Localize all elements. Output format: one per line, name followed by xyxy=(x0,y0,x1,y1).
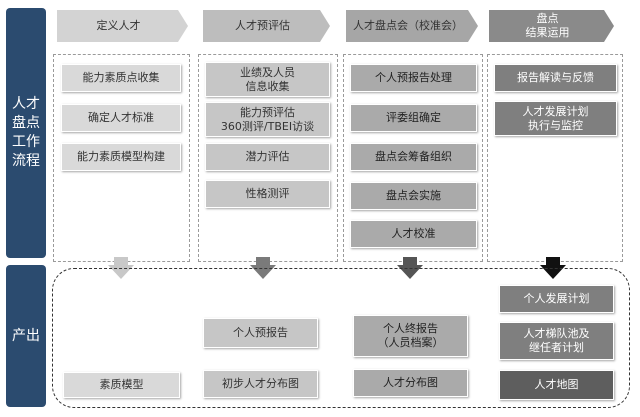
step-box: 人才校准 xyxy=(350,220,477,248)
output-box: 人才梯队池及 继任者计划 xyxy=(499,322,614,360)
output-box: 个人终报告 （人员档案） xyxy=(353,315,468,357)
step-box: 能力素质点收集 xyxy=(61,64,181,92)
step-box: 性格测评 xyxy=(205,180,330,208)
process-label: 人才盘点工作流程 xyxy=(6,8,46,258)
output-box: 素质模型 xyxy=(63,372,180,398)
output-box: 人才分布图 xyxy=(353,369,468,397)
step-box: 人才发展计划 执行与监控 xyxy=(494,101,617,136)
phase-4-label: 盘点 结果运用 xyxy=(525,12,570,39)
phase-1-chevron xyxy=(57,10,188,42)
output-label: 产出 xyxy=(6,265,46,407)
phase-3-label: 人才盘点会（校准会） xyxy=(353,19,463,32)
step-box: 潜力评估 xyxy=(205,143,330,171)
output-box: 初步人才分布图 xyxy=(203,370,318,398)
output-box: 人才地图 xyxy=(499,370,614,400)
phase-chevrons xyxy=(57,10,614,42)
phase-3-chevron xyxy=(346,10,478,42)
step-box: 个人预报告处理 xyxy=(350,64,477,92)
step-box: 业绩及人员 信息收集 xyxy=(205,62,330,97)
step-box: 能力素质模型构建 xyxy=(61,143,181,171)
phase-2-chevron xyxy=(203,10,330,42)
phase-4-chevron xyxy=(489,10,614,42)
step-box: 能力预评估 360测评/TBEI访谈 xyxy=(205,102,330,137)
step-box: 报告解读与反馈 xyxy=(494,64,617,92)
phase-2-label: 人才预评估 xyxy=(235,19,290,32)
step-box: 确定人才标准 xyxy=(61,104,181,132)
output-container xyxy=(52,268,630,408)
step-box: 盘点会筹备组织 xyxy=(350,143,477,171)
step-box: 评委组确定 xyxy=(350,104,477,132)
output-box: 个人发展计划 xyxy=(499,285,614,313)
output-box: 个人预报告 xyxy=(203,318,318,348)
phase-1-label: 定义人才 xyxy=(96,19,141,32)
step-box: 盘点会实施 xyxy=(350,182,477,210)
